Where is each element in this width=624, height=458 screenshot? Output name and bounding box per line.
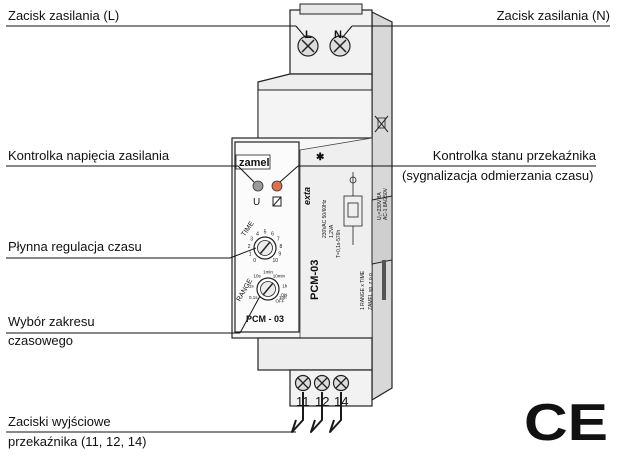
output-wire-12 [310, 392, 323, 433]
model-text: PCM - 03 [246, 314, 284, 324]
screw-terminal-l [297, 35, 319, 57]
side-text-2: 1,2VA [329, 224, 335, 238]
side-model-text: PCM-03 [309, 260, 321, 300]
time-scale-label-10: 10 [273, 258, 279, 264]
exta-logo: exta [302, 187, 312, 205]
time-knob[interactable] [253, 236, 277, 260]
range-scale-label-6: 10h [279, 295, 287, 300]
ce-mark: CE [524, 394, 608, 452]
terminal-n-text: N [334, 29, 342, 41]
time-scale-label-6: 6 [271, 232, 274, 238]
range-scale-label-5: 1h [282, 284, 288, 289]
range-scale-label-4: 10min [273, 274, 286, 279]
exta-star: ✱ [316, 152, 325, 163]
power-led [252, 180, 264, 192]
range-scale-label-0: 0,1s [249, 295, 258, 300]
range-scale-label-3: 1min [263, 270, 273, 275]
screw-terminal-14 [332, 374, 350, 392]
label-range-2: czasowego [8, 333, 73, 348]
label-supply-l: Zacisk zasilania (L) [8, 8, 119, 23]
time-scale-label-9: 9 [278, 252, 281, 258]
side-text-3: T=0,1s-576h [336, 230, 342, 258]
side-text-5: AC-1 8A/250V [383, 187, 389, 220]
side-mark [382, 260, 386, 300]
screw-terminal-11 [294, 374, 312, 392]
side-text-6: 1 RANGE x TIME [360, 270, 366, 310]
screw-terminal-12 [313, 374, 331, 392]
range-scale-label-1: 1s [249, 284, 255, 289]
terminal-l-text: L [305, 29, 312, 41]
side-text-1: 230VAC 50/60Hz [322, 199, 328, 238]
led-u-text: U [253, 197, 260, 208]
relay-coil-icon [272, 196, 282, 207]
brand-box [235, 154, 271, 170]
label-outputs-1: Zaciski wyjściowe [8, 414, 111, 429]
label-supply-n: Zacisk zasilania (N) [497, 8, 610, 23]
label-range-1: Wybór zakresu [8, 314, 95, 329]
time-scale-label-4: 4 [256, 232, 259, 238]
side-wiring-diagram [343, 172, 363, 245]
time-scale-label-3: 3 [250, 237, 253, 243]
relay-led [271, 180, 283, 192]
range-scale-label-2: 10s [253, 274, 261, 279]
range-knob[interactable] [256, 277, 280, 301]
time-scale-label-5: 5 [264, 230, 267, 236]
time-scale-label-1: 1 [249, 252, 252, 258]
range-scale-onoff-1: OFF [276, 299, 285, 304]
weee-bin-icon [374, 115, 389, 133]
output-wire-14 [329, 392, 342, 433]
label-power-led: Kontrolka napięcia zasilania [8, 148, 170, 163]
label-relay-led-note: (sygnalizacja odmierzania czasu) [402, 168, 593, 183]
time-scale-label-2: 2 [248, 244, 251, 250]
side-text-4: U₂=230V 8A [377, 192, 383, 220]
label-outputs-2: przekaźnika (11, 12, 14) [8, 434, 147, 449]
screw-terminal-n [329, 35, 351, 57]
range-scale-onoff-0: ON [281, 292, 288, 297]
label-relay-led: Kontrolka stanu przekaźnika [433, 148, 597, 163]
brand-logo: zamel [239, 157, 270, 169]
callout-lines [6, 25, 610, 433]
time-scale-label-0: 0 [253, 258, 256, 264]
output-wire-11 [291, 392, 304, 433]
time-scale-label-7: 7 [277, 237, 280, 243]
label-time-adj: Płynna regulacja czasu [8, 239, 142, 254]
side-text-7: ZAMEL sp. z o.o. [368, 272, 374, 310]
time-scale-label-8: 8 [280, 244, 283, 250]
